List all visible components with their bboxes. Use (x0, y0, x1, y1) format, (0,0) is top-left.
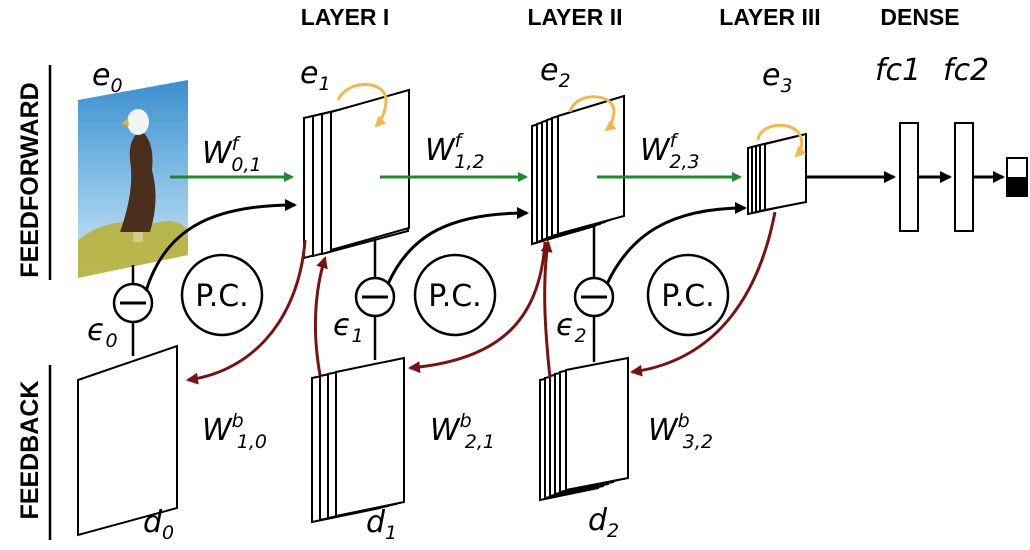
error-arrow-2-to-3 (605, 202, 747, 285)
label-d2: d2 (588, 503, 619, 542)
feedback-arrow-1-0 (186, 239, 307, 385)
side-label-feedback: FEEDBACK (16, 381, 44, 520)
pc-circle-1: P.C. (413, 253, 497, 337)
feedback-arrow-2-1 (408, 241, 547, 374)
feedback-link-d2-e2 (540, 240, 553, 379)
subtract-node-1 (354, 276, 396, 318)
recurrent-arrow-3 (756, 123, 807, 158)
layer1-decoder-stack (311, 356, 405, 524)
label-e1: e1 (300, 56, 331, 95)
layer0-decoder-sheet (77, 344, 178, 537)
error-arrow-1-to-2 (386, 207, 529, 285)
feedback-link-d1-e1 (313, 256, 328, 376)
pc-circle-0: P.C. (180, 253, 264, 337)
feedback-arrow-3-2 (630, 211, 777, 377)
label-d0: d0 (143, 505, 174, 544)
side-label-feedforward: FEEDFORWARD (16, 82, 44, 277)
label-d1: d1 (366, 505, 397, 544)
label-e0: e0 (92, 58, 123, 97)
fc1-box (899, 122, 919, 232)
layer2-encoder-stack (531, 94, 625, 246)
pc-label-1: P.C. (428, 279, 481, 314)
header-layer-2: LAYER II (527, 4, 622, 30)
fc2-box (954, 122, 974, 232)
header-dense: DENSE (880, 4, 959, 30)
layer2-decoder-stack (539, 356, 629, 502)
layer3-encoder-stack (747, 132, 807, 216)
label-e3: e3 (762, 58, 793, 97)
pc-circle-2: P.C. (646, 253, 730, 337)
header-layer-3: LAYER III (719, 4, 820, 30)
layer1-encoder-stack (303, 88, 410, 260)
label-eps0: ϵ0 (87, 313, 118, 352)
label-eps1: ϵ1 (333, 308, 364, 347)
subtract-node-2 (573, 276, 615, 318)
class-probability-bar-icon (1006, 157, 1028, 197)
error-arrow-0-to-1 (144, 199, 297, 292)
input-image (78, 80, 188, 278)
label-fc2: fc2 (943, 53, 989, 88)
recurrent-arrow-2 (568, 95, 617, 132)
pc-label-0: P.C. (195, 279, 248, 314)
label-fc1: fc1 (875, 53, 921, 88)
recurrent-arrow-1 (336, 83, 388, 128)
label-eps2: ϵ2 (556, 308, 587, 347)
pc-label-2: P.C. (661, 279, 714, 314)
label-e2: e2 (540, 53, 571, 92)
header-layer-1: LAYER I (301, 4, 390, 30)
subtract-node-0 (112, 282, 154, 324)
